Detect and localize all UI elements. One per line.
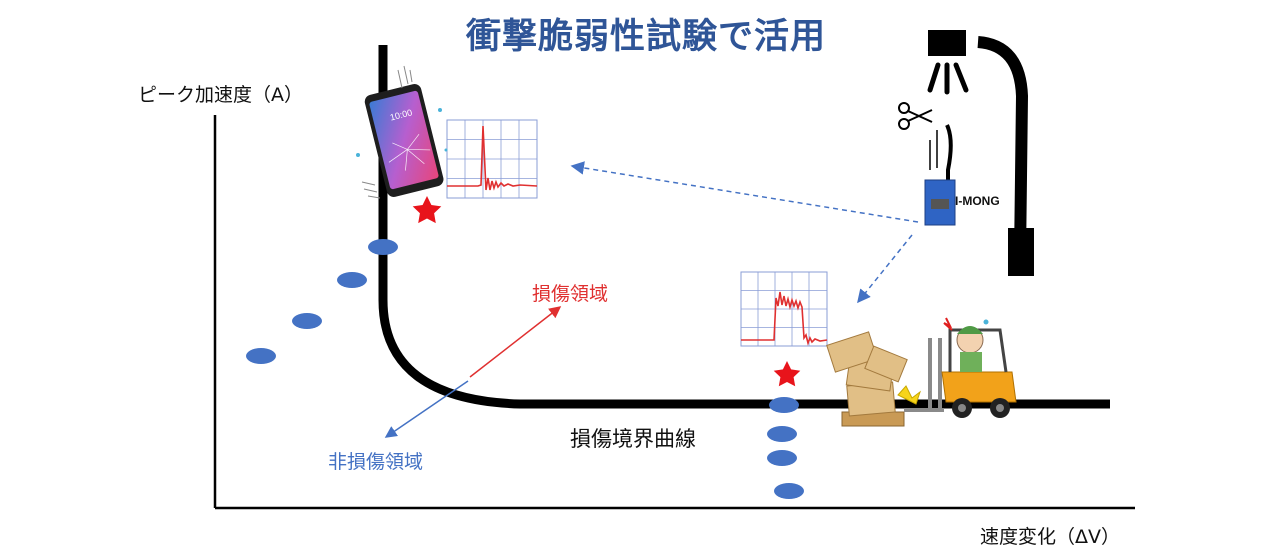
impact-droplets: [356, 108, 448, 157]
shock-waveform-sharp: [446, 119, 538, 199]
fall-motion-lines: [929, 130, 938, 170]
damage-region-label: 損傷領域: [532, 283, 609, 305]
damage-star-box: [773, 361, 801, 387]
dashed-arrow-to-phone-waveform: [570, 161, 919, 223]
axes: [213, 115, 1135, 510]
motion-lines: [361, 65, 413, 199]
test-point: [368, 239, 398, 255]
page-title: 衝撃脆弱性試験で活用: [466, 17, 827, 57]
test-point: [774, 483, 804, 499]
drop-tester-head: [928, 30, 966, 56]
release-jaws: [927, 62, 969, 95]
damage-boundary-curve-label: 損傷境界曲線: [570, 427, 696, 451]
test-point: [769, 397, 799, 413]
damage-boundary-curve: [378, 45, 1110, 409]
non-damage-region-arrow: [384, 380, 469, 438]
test-point: [767, 450, 797, 466]
test-point: [767, 426, 797, 442]
scissors-icon: [898, 102, 933, 130]
dashed-arrow-to-box-waveform: [857, 234, 913, 304]
damage-star-phone: [412, 196, 442, 224]
test-point: [337, 272, 367, 288]
non-damage-region-label: 非損傷領域: [328, 451, 424, 473]
smartphone-illustration: 10:00: [356, 65, 448, 199]
test-point-markers: [246, 239, 804, 499]
x-axis-label: 速度変化（ΔV）: [980, 526, 1120, 548]
drop-tester-base: [1008, 228, 1034, 276]
drop-test-apparatus: [898, 30, 1034, 276]
test-point: [246, 348, 276, 364]
cut-string: [945, 124, 953, 183]
test-point: [292, 313, 322, 329]
i-mong-label: I-MONG: [955, 194, 1000, 208]
damage-region-arrow: [469, 306, 562, 378]
y-axis-label: ピーク加速度（A）: [138, 84, 303, 106]
forklift-accident-illustration: [826, 317, 1017, 427]
shock-waveform-square: [740, 271, 828, 347]
drop-tester-arm: [977, 36, 1029, 259]
